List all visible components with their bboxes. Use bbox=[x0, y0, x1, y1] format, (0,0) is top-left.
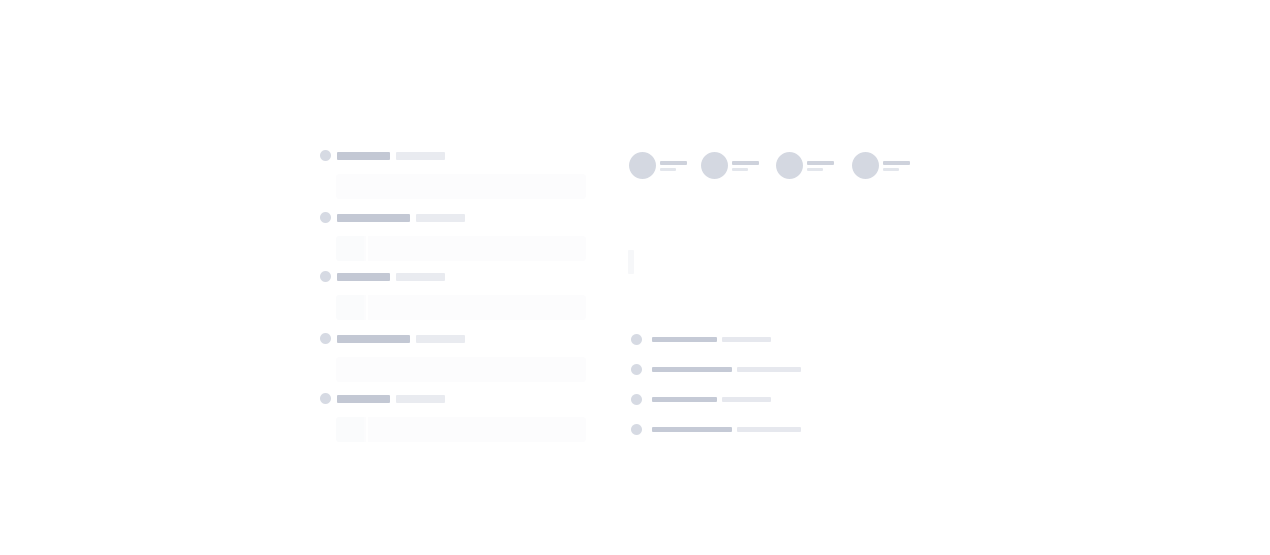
step-subtitle-placeholder bbox=[883, 167, 899, 171]
option-label-placeholder bbox=[652, 397, 717, 402]
step-1[interactable] bbox=[629, 152, 687, 179]
field-hint-placeholder bbox=[396, 272, 445, 281]
field-header bbox=[320, 212, 586, 223]
field-label-placeholder bbox=[337, 394, 390, 403]
form-field-2 bbox=[320, 212, 586, 261]
field-hint-placeholder bbox=[396, 394, 445, 403]
field-input-placeholder[interactable] bbox=[336, 295, 586, 320]
field-header bbox=[320, 333, 586, 344]
step-subtitle-placeholder bbox=[660, 167, 676, 171]
option-description-placeholder bbox=[722, 397, 771, 402]
field-header bbox=[320, 150, 586, 161]
field-hint-placeholder bbox=[416, 213, 465, 222]
field-label-placeholder bbox=[337, 272, 390, 281]
field-radio-placeholder[interactable] bbox=[320, 271, 331, 282]
field-hint-placeholder bbox=[416, 334, 465, 343]
step-circle-placeholder bbox=[629, 152, 656, 179]
step-3[interactable] bbox=[776, 152, 834, 179]
step-subtitle-placeholder bbox=[732, 167, 748, 171]
input-addon-placeholder bbox=[336, 236, 364, 261]
step-text-placeholder bbox=[732, 160, 759, 171]
field-input-placeholder[interactable] bbox=[336, 236, 586, 261]
input-addon-placeholder bbox=[336, 295, 364, 320]
field-radio-placeholder[interactable] bbox=[320, 150, 331, 161]
form-field-4 bbox=[320, 333, 586, 382]
field-input-placeholder[interactable] bbox=[336, 174, 586, 199]
step-title-placeholder bbox=[883, 160, 910, 165]
field-radio-placeholder[interactable] bbox=[320, 393, 331, 404]
step-circle-placeholder bbox=[701, 152, 728, 179]
step-subtitle-placeholder bbox=[807, 167, 823, 171]
option-list-skeleton bbox=[631, 334, 831, 454]
step-circle-placeholder bbox=[776, 152, 803, 179]
form-skeleton bbox=[320, 150, 586, 442]
field-label-placeholder bbox=[337, 334, 410, 343]
stepper-skeleton bbox=[629, 152, 919, 179]
step-title-placeholder bbox=[807, 160, 834, 165]
field-radio-placeholder[interactable] bbox=[320, 333, 331, 344]
option-description-placeholder bbox=[737, 427, 801, 432]
option-description-placeholder bbox=[722, 337, 771, 342]
form-field-1 bbox=[320, 150, 586, 199]
option-item[interactable] bbox=[631, 364, 831, 375]
field-header bbox=[320, 271, 586, 282]
input-addon-divider bbox=[366, 417, 368, 442]
option-radio-placeholder bbox=[631, 424, 642, 435]
field-radio-placeholder[interactable] bbox=[320, 212, 331, 223]
field-hint-placeholder bbox=[396, 151, 445, 160]
step-text-placeholder bbox=[883, 160, 910, 171]
field-input-placeholder[interactable] bbox=[336, 357, 586, 382]
field-header bbox=[320, 393, 586, 404]
step-4[interactable] bbox=[852, 152, 910, 179]
input-addon-divider bbox=[366, 236, 368, 261]
option-item[interactable] bbox=[631, 334, 831, 345]
option-label-placeholder bbox=[652, 427, 732, 432]
option-item[interactable] bbox=[631, 424, 831, 435]
step-text-placeholder bbox=[807, 160, 834, 171]
step-text-placeholder bbox=[660, 160, 687, 171]
form-field-5 bbox=[320, 393, 586, 442]
option-radio-placeholder bbox=[631, 364, 642, 375]
step-title-placeholder bbox=[660, 160, 687, 165]
field-label-placeholder bbox=[337, 213, 410, 222]
step-circle-placeholder bbox=[852, 152, 879, 179]
field-input-placeholder[interactable] bbox=[336, 417, 586, 442]
option-description-placeholder bbox=[737, 367, 801, 372]
option-radio-placeholder bbox=[631, 394, 642, 405]
option-radio-placeholder bbox=[631, 334, 642, 345]
field-label-placeholder bbox=[337, 151, 390, 160]
option-label-placeholder bbox=[652, 337, 717, 342]
step-title-placeholder bbox=[732, 160, 759, 165]
input-addon-divider bbox=[366, 295, 368, 320]
content-placeholder bbox=[628, 250, 634, 274]
step-2[interactable] bbox=[701, 152, 759, 179]
option-item[interactable] bbox=[631, 394, 831, 405]
input-addon-placeholder bbox=[336, 417, 364, 442]
form-field-3 bbox=[320, 271, 586, 320]
option-label-placeholder bbox=[652, 367, 732, 372]
